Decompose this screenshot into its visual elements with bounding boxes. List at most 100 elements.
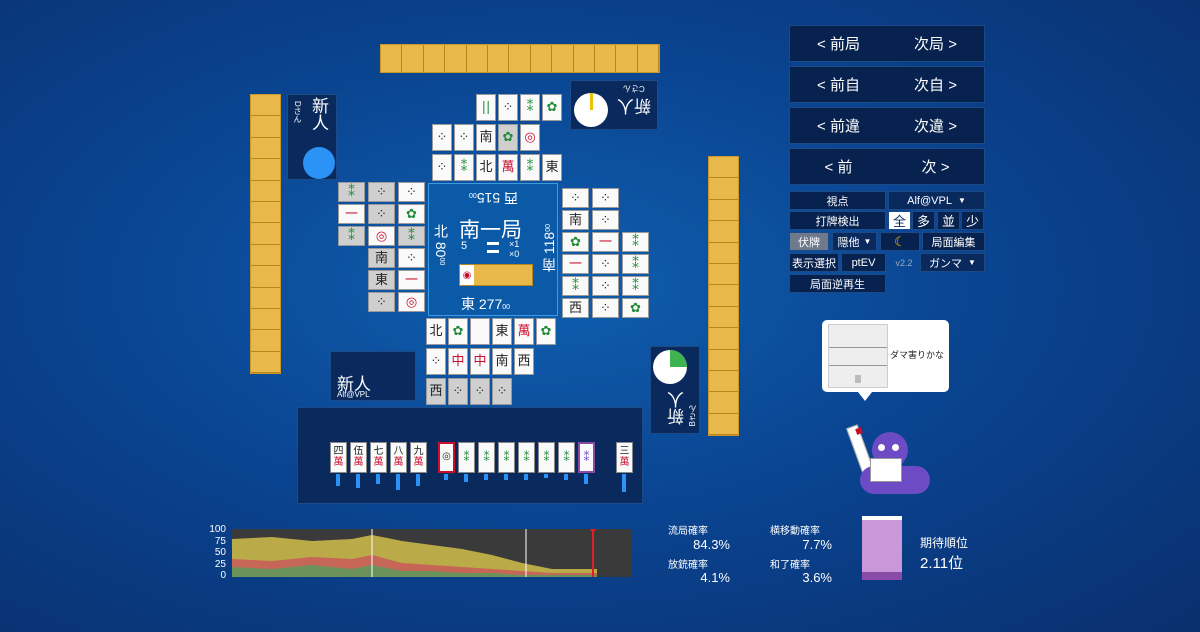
tooltip-text: ダマ害りかな	[890, 350, 945, 360]
diff-nav-button[interactable]: < 前違 次違 >	[789, 107, 985, 144]
hand-tile-eval-bar	[356, 474, 360, 488]
top-player-timer-icon	[574, 93, 608, 127]
center-score-panel: 西 51500 南一局 5 ×1 ×0 北 8000 南 11800 ◉ 東 2…	[428, 183, 558, 316]
hand-tile-eval-bar	[544, 474, 548, 478]
gamma-select[interactable]: ガンマ ▼	[920, 253, 985, 272]
hand-tile-top: 四	[333, 446, 344, 457]
hand-tile-suit: 萬	[619, 456, 630, 468]
ptev-button[interactable]: ptEV	[841, 253, 886, 272]
right-discards: ⁘ ⁘ 南 ⁘ ✿ 一 ⁑ 一 ⁘ ⁑ ⁑ ⁘ ⁑ 西 ⁘ ✿	[562, 188, 652, 318]
right-wall	[708, 156, 739, 436]
y-tick: 75	[214, 536, 226, 547]
hand-tile-suit: 萬	[373, 456, 384, 468]
hand-tile-eval-bar	[444, 474, 448, 480]
self-player-sub: Alf@VPL	[337, 390, 370, 399]
next-diff-button[interactable]: 次違 >	[914, 118, 957, 135]
viewpoint-label: 視点	[789, 191, 886, 210]
hand-tile-eval-bar	[584, 474, 588, 484]
hand-tile[interactable]: 九萬	[410, 442, 427, 473]
tooltip-preview	[828, 324, 888, 388]
self-player-box: 新人 Alf@VPL	[330, 351, 416, 401]
hand-tile-suit: 萬	[393, 456, 404, 468]
expected-rank-value: 2.11位	[920, 555, 964, 572]
hand-tile-eval-bar	[376, 474, 380, 484]
detect-option-few[interactable]: 少	[961, 211, 984, 230]
hand-tile-pattern: ⁑	[583, 450, 590, 464]
left-player-name: 新人	[309, 97, 328, 131]
chevron-down-icon: ▼	[957, 196, 966, 205]
hand-tile[interactable]: 七萬	[370, 442, 387, 473]
display-select-button[interactable]: 表示選択	[789, 253, 839, 272]
hand-tile[interactable]: ⁑	[498, 442, 515, 473]
self-player-name: 新人	[337, 375, 371, 394]
round-nav-button[interactable]: < 前局 次局 >	[789, 25, 985, 62]
prev-button[interactable]: < 前	[824, 159, 853, 176]
detect-option-all[interactable]: 全	[888, 211, 911, 230]
hand-tile[interactable]: 三萬	[616, 442, 633, 473]
hand-tile-suit: 萬	[353, 456, 364, 468]
graph-y-axis: 100 75 50 25 0	[202, 524, 226, 581]
agari-label: 和了確率	[770, 560, 810, 571]
detect-option-normal[interactable]: 並	[937, 211, 960, 230]
hand-tile[interactable]: 四萬	[330, 442, 347, 473]
y-tick: 100	[209, 524, 226, 535]
hand-tile-suit: 萬	[333, 456, 344, 468]
graph-cursor-marker	[589, 529, 597, 533]
left-player-box: 新人 Dさん	[287, 94, 337, 180]
detect-option-many[interactable]: 多	[912, 211, 935, 230]
hand-tile-top: 七	[373, 446, 384, 457]
top-discards: || ⁘ ⁑ ✿ ⁘ ⁘ 南 ✿ ◎ ⁘ ⁑ 北 萬 ⁑ 東	[432, 94, 572, 184]
hand-tile[interactable]: ◎	[438, 442, 455, 473]
yokoido-value: 7.7%	[802, 537, 832, 552]
hand-tile-eval-bar	[484, 474, 488, 480]
hand-tile[interactable]: ⁑	[458, 442, 475, 473]
y-tick: 0	[220, 570, 226, 581]
viewpoint-select[interactable]: Alf@VPL ▼	[888, 191, 985, 210]
version-label: v2.2	[895, 257, 913, 268]
hand-tile[interactable]: ⁑	[518, 442, 535, 473]
hide-tiles-button[interactable]: 伏牌	[789, 232, 829, 251]
hand-tile-top: 三	[619, 446, 630, 457]
riichi-x0: ×0	[509, 249, 520, 259]
y-tick: 50	[214, 547, 226, 558]
expected-rank-bar	[862, 516, 902, 580]
hide-select[interactable]: 隠他 ▼	[832, 232, 877, 251]
agari-area	[232, 565, 597, 577]
next-round-button[interactable]: 次局 >	[914, 36, 957, 53]
mascot-icon	[846, 420, 936, 500]
hand-tile-eval-bar	[504, 474, 508, 480]
houjuu-label: 放銃確率	[668, 560, 708, 571]
honba-stick-icon	[487, 250, 499, 253]
probability-graph[interactable]	[232, 529, 632, 577]
chevron-down-icon: ▼	[863, 237, 872, 246]
hand-tile[interactable]: 八萬	[390, 442, 407, 473]
moon-icon[interactable]: ☾	[880, 232, 920, 251]
next-self-button[interactable]: 次自 >	[914, 77, 957, 94]
hand-tile-eval-bar	[564, 474, 568, 480]
step-nav-button[interactable]: < 前 次 >	[789, 148, 985, 185]
hand-tile-top: 八	[393, 446, 404, 457]
prev-round-button[interactable]: < 前局	[817, 36, 860, 53]
self-nav-button[interactable]: < 前自 次自 >	[789, 66, 985, 103]
ryukyoku-value: 84.3%	[693, 537, 730, 552]
agari-value: 3.6%	[802, 570, 832, 585]
honba-count: 5	[461, 240, 468, 252]
hand-tile[interactable]: ⁑	[558, 442, 575, 473]
houjuu-value: 4.1%	[700, 570, 730, 585]
north-score: 北 8000	[433, 224, 449, 266]
next-button[interactable]: 次 >	[921, 159, 950, 176]
hand-tile-pattern: ⁑	[503, 450, 510, 464]
prev-diff-button[interactable]: < 前違	[817, 118, 860, 135]
hand-tile[interactable]: ⁑	[478, 442, 495, 473]
edit-position-button[interactable]: 局面編集	[922, 232, 985, 251]
hand-tile[interactable]: ⁑	[538, 442, 555, 473]
hand-tile[interactable]: 伍萬	[350, 442, 367, 473]
tooltip-bubble: ダマ害りかな	[822, 320, 949, 401]
right-player-timer-icon	[653, 350, 687, 384]
hand-tile-pattern: ⁑	[523, 450, 530, 464]
hand-tile-suit: 萬	[413, 456, 424, 468]
reverse-replay-button[interactable]: 局面逆再生	[789, 274, 886, 293]
prev-self-button[interactable]: < 前自	[817, 77, 860, 94]
hand-tile[interactable]: ⁑	[578, 442, 595, 473]
hand-tile-eval-bar	[464, 474, 468, 482]
